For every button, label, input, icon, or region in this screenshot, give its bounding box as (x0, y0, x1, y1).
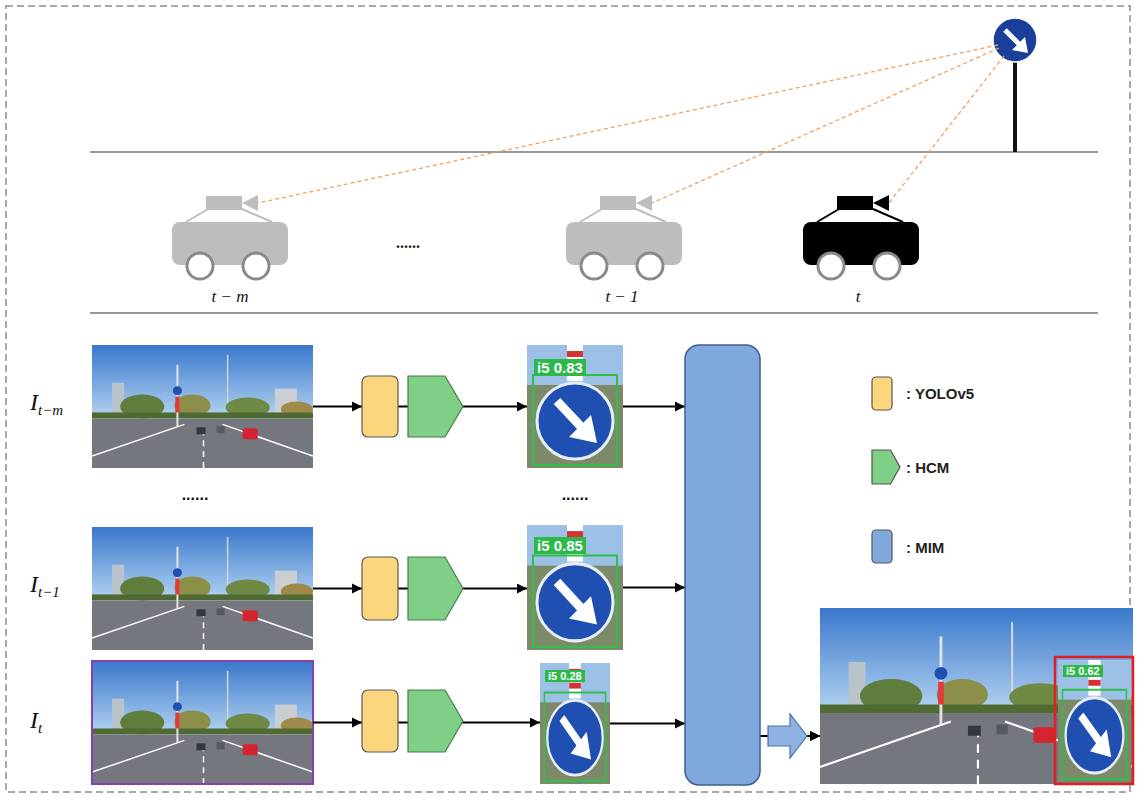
label-holder: t (856, 287, 861, 307)
current-frame-border (92, 661, 313, 784)
frame-symbol: I (30, 707, 38, 733)
detection-score: i5 0.85 (534, 537, 586, 554)
frame-symbol: I (30, 389, 38, 415)
detection-crop: i5 0.28 (540, 663, 610, 784)
ellipsis: ...... (396, 234, 420, 252)
frame-photo (92, 661, 313, 784)
hcm-block (408, 690, 463, 752)
legend-label: : MIM (906, 539, 944, 556)
output-crop (1058, 660, 1131, 782)
crop-photo (527, 525, 623, 650)
legend-label: : YOLOv5 (906, 385, 974, 402)
legend-swatch (872, 530, 892, 563)
arrowhead (675, 583, 685, 593)
label-holder: ...... (396, 234, 420, 252)
output-block-arrow (768, 714, 807, 758)
car-current (803, 195, 919, 279)
hcm-block (408, 557, 463, 620)
frame-label: It−1 (30, 569, 60, 599)
legend-entry: : HCM (906, 459, 949, 476)
detection-crop: i5 0.85 (527, 525, 623, 650)
label-holder: t − m (212, 287, 249, 307)
ellipsis: ...... (182, 486, 209, 504)
legend-swatch (872, 450, 900, 484)
sight-line (889, 56, 1004, 203)
frame-subscript: t−m (38, 402, 63, 418)
hcm-block (408, 376, 463, 437)
sight-line (652, 48, 999, 203)
detection-score: i5 0.62 (1063, 665, 1103, 677)
arrowhead (675, 402, 685, 412)
frame-label: It (30, 705, 42, 735)
yolo-block (362, 690, 398, 752)
legend-label: : HCM (906, 459, 949, 476)
arrowhead (352, 584, 362, 594)
crop-photo (527, 345, 623, 468)
frame-photo (92, 345, 313, 468)
yolo-block (362, 376, 398, 437)
highlight-box (1055, 657, 1133, 784)
car-past (566, 195, 682, 279)
frame-box: It (28, 661, 313, 784)
time-step: t (856, 287, 861, 307)
detection-crop: i5 0.83 (527, 345, 623, 468)
time-step: t − 1 (605, 287, 638, 307)
yolo-block (362, 557, 398, 620)
ellipsis: ...... (562, 486, 589, 504)
detection-score: i5 0.28 (545, 670, 585, 682)
label-holder: ...... (562, 486, 589, 504)
frame-box: It−m (28, 345, 313, 468)
frame-subscript: t−1 (38, 584, 60, 600)
label-holder: t − 1 (605, 287, 638, 307)
legend-entry: : YOLOv5 (906, 385, 974, 402)
sight-line (258, 45, 998, 203)
arrowhead (352, 718, 362, 728)
sign-pole (1013, 58, 1017, 152)
car-past (172, 195, 288, 279)
arrowhead (675, 719, 685, 729)
output-frame: i5 0.62 (820, 608, 1133, 784)
time-step: t − m (212, 287, 249, 307)
legend-swatch (872, 377, 892, 410)
arrowhead (352, 402, 362, 412)
frame-label: It−m (30, 387, 63, 417)
frame-photo (92, 527, 313, 650)
frame-symbol: I (30, 571, 38, 597)
frame-subscript: t (38, 720, 42, 736)
mim-block (685, 345, 760, 785)
road-line (90, 151, 1098, 152)
detection-score: i5 0.83 (534, 359, 586, 376)
sign-arrowhead (1012, 37, 1028, 53)
legend-entry: : MIM (906, 539, 944, 556)
crop-photo (540, 663, 610, 784)
frame-box: It−1 (28, 527, 313, 650)
traffic-sign (993, 18, 1037, 62)
divider-line (90, 312, 1098, 313)
label-holder: ...... (182, 486, 209, 504)
output-photo (820, 608, 1133, 784)
